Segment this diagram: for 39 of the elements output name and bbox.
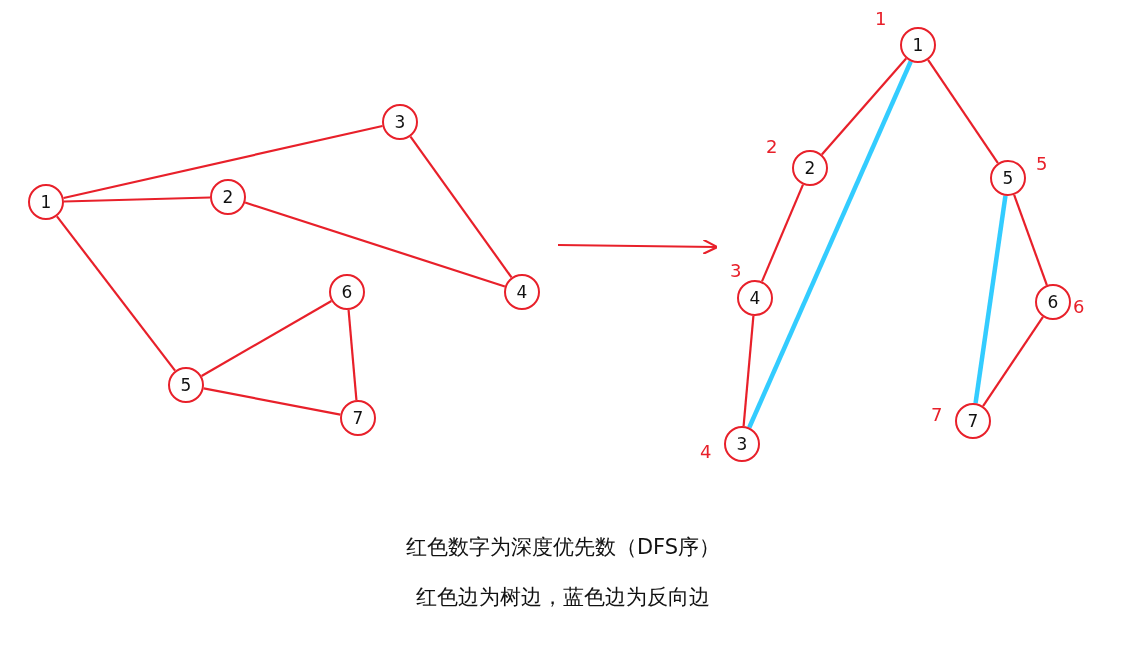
note-text: 红色边为树边，蓝色边为反向边 <box>416 584 710 611</box>
edge-line <box>203 387 341 416</box>
edge-line <box>56 215 176 372</box>
node-circle: 5 <box>168 367 204 403</box>
edge-line <box>927 59 999 164</box>
note-text: 红色数字为深度优先数（DFS序） <box>405 534 721 561</box>
node-circle: 3 <box>382 104 418 140</box>
edge-line <box>821 57 907 156</box>
edge-line <box>201 300 332 377</box>
edge-line <box>63 196 211 203</box>
edge-line <box>742 315 755 427</box>
node-circle: 7 <box>340 400 376 436</box>
back-edge-line <box>747 60 913 429</box>
node-circle: 5 <box>990 160 1026 196</box>
order-number: 7 <box>931 404 943 425</box>
node-circle: 3 <box>724 426 760 462</box>
order-number: 4 <box>700 441 712 462</box>
order-number: 5 <box>1036 153 1048 174</box>
node-circle: 1 <box>900 27 936 63</box>
edge-line <box>761 184 804 282</box>
node-circle: 4 <box>504 274 540 310</box>
order-number: 2 <box>766 136 778 157</box>
node-circle: 4 <box>737 280 773 316</box>
edge-line <box>409 135 513 279</box>
node-circle: 2 <box>210 179 246 215</box>
order-number: 1 <box>875 8 887 29</box>
order-number: 6 <box>1073 296 1085 317</box>
edge-line <box>1013 194 1048 286</box>
node-circle: 2 <box>792 150 828 186</box>
edge-line <box>244 201 506 288</box>
node-circle: 6 <box>1035 284 1071 320</box>
edge-line <box>63 124 383 200</box>
node-circle: 7 <box>955 403 991 439</box>
node-circle: 6 <box>329 274 365 310</box>
back-edge-line <box>973 195 1008 404</box>
edge-line <box>982 316 1044 407</box>
order-number: 3 <box>730 260 742 281</box>
edge-line <box>347 309 358 401</box>
node-circle: 1 <box>28 184 64 220</box>
